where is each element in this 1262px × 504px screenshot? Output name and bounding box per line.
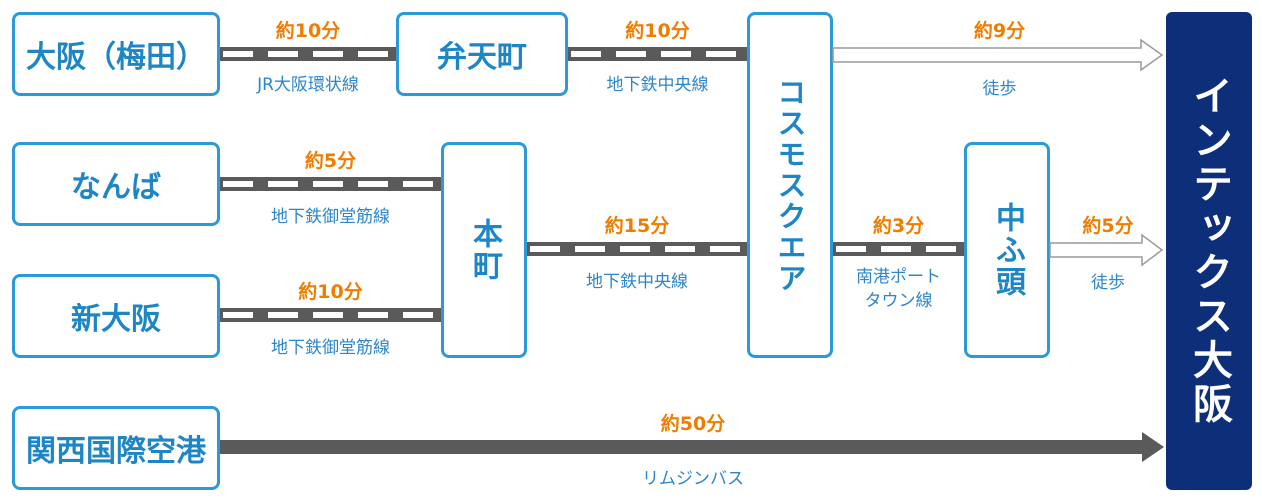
rail-umeda-bentencho xyxy=(220,47,396,61)
origin-namba-label: なんば xyxy=(71,170,161,205)
station-cosmo-square: コスモスクエア xyxy=(747,12,833,358)
origin-shin-osaka: 新大阪 xyxy=(12,274,220,358)
line-airport-dest: リムジンバス xyxy=(642,469,744,489)
rail-honmachi-cosmo xyxy=(527,242,747,256)
station-nakafuto-label: 中ふ頭 xyxy=(990,202,1025,298)
rail-bentencho-cosmo xyxy=(568,47,747,61)
origin-namba: なんば xyxy=(12,142,220,226)
time-cosmo-nakafuto: 約3分 xyxy=(872,215,925,237)
station-honmachi: 本町 xyxy=(441,142,527,358)
time-honmachi-cosmo: 約15分 xyxy=(604,215,670,237)
time-bentencho-cosmo: 約10分 xyxy=(625,20,690,42)
station-cosmo-square-label: コスモスクエア xyxy=(773,76,807,294)
origin-umeda: 大阪（梅田） xyxy=(12,12,220,96)
rail-namba-honmachi xyxy=(220,177,441,191)
time-namba-honmachi: 約5分 xyxy=(304,150,357,172)
origin-kansai-airport-label: 関西国際空港 xyxy=(26,434,206,469)
line-cosmo-nakafuto: 南港ポート タウン線 xyxy=(856,267,941,311)
station-bentencho: 弁天町 xyxy=(396,12,568,96)
line-shinosaka-honmachi: 地下鉄御堂筋線 xyxy=(271,338,390,358)
time-shinosaka-honmachi: 約10分 xyxy=(298,281,363,303)
station-honmachi-label: 本町 xyxy=(467,218,502,282)
time-umeda-bentencho: 約10分 xyxy=(275,20,341,42)
time-airport-dest: 約50分 xyxy=(660,413,726,435)
line-namba-honmachi: 地下鉄御堂筋線 xyxy=(271,207,390,227)
line-honmachi-cosmo: 地下鉄中央線 xyxy=(586,272,688,292)
origin-umeda-label: 大阪（梅田） xyxy=(26,40,206,75)
origin-shin-osaka-label: 新大阪 xyxy=(71,302,161,337)
walk-arrow-nakafuto-dest xyxy=(1049,233,1164,267)
walk-arrow-cosmo-dest xyxy=(832,38,1164,72)
station-bentencho-label: 弁天町 xyxy=(437,40,527,75)
time-nakafuto-dest: 約5分 xyxy=(1082,215,1134,237)
rail-cosmo-nakafuto xyxy=(833,242,964,256)
line-nakafuto-dest: 徒歩 xyxy=(1091,273,1125,293)
station-nakafuto: 中ふ頭 xyxy=(964,142,1050,358)
destination-label: インテックス大阪 xyxy=(1186,75,1232,427)
line-umeda-bentencho: JR大阪環状線 xyxy=(257,75,359,95)
rail-shinosaka-honmachi xyxy=(220,308,441,322)
destination-intex-osaka: インテックス大阪 xyxy=(1166,12,1252,490)
line-bentencho-cosmo: 地下鉄中央線 xyxy=(606,75,709,95)
origin-kansai-airport: 関西国際空港 xyxy=(12,406,220,490)
bus-arrow-airport-dest xyxy=(220,432,1164,462)
line-cosmo-dest: 徒歩 xyxy=(982,79,1017,99)
time-cosmo-dest: 約9分 xyxy=(973,20,1026,42)
